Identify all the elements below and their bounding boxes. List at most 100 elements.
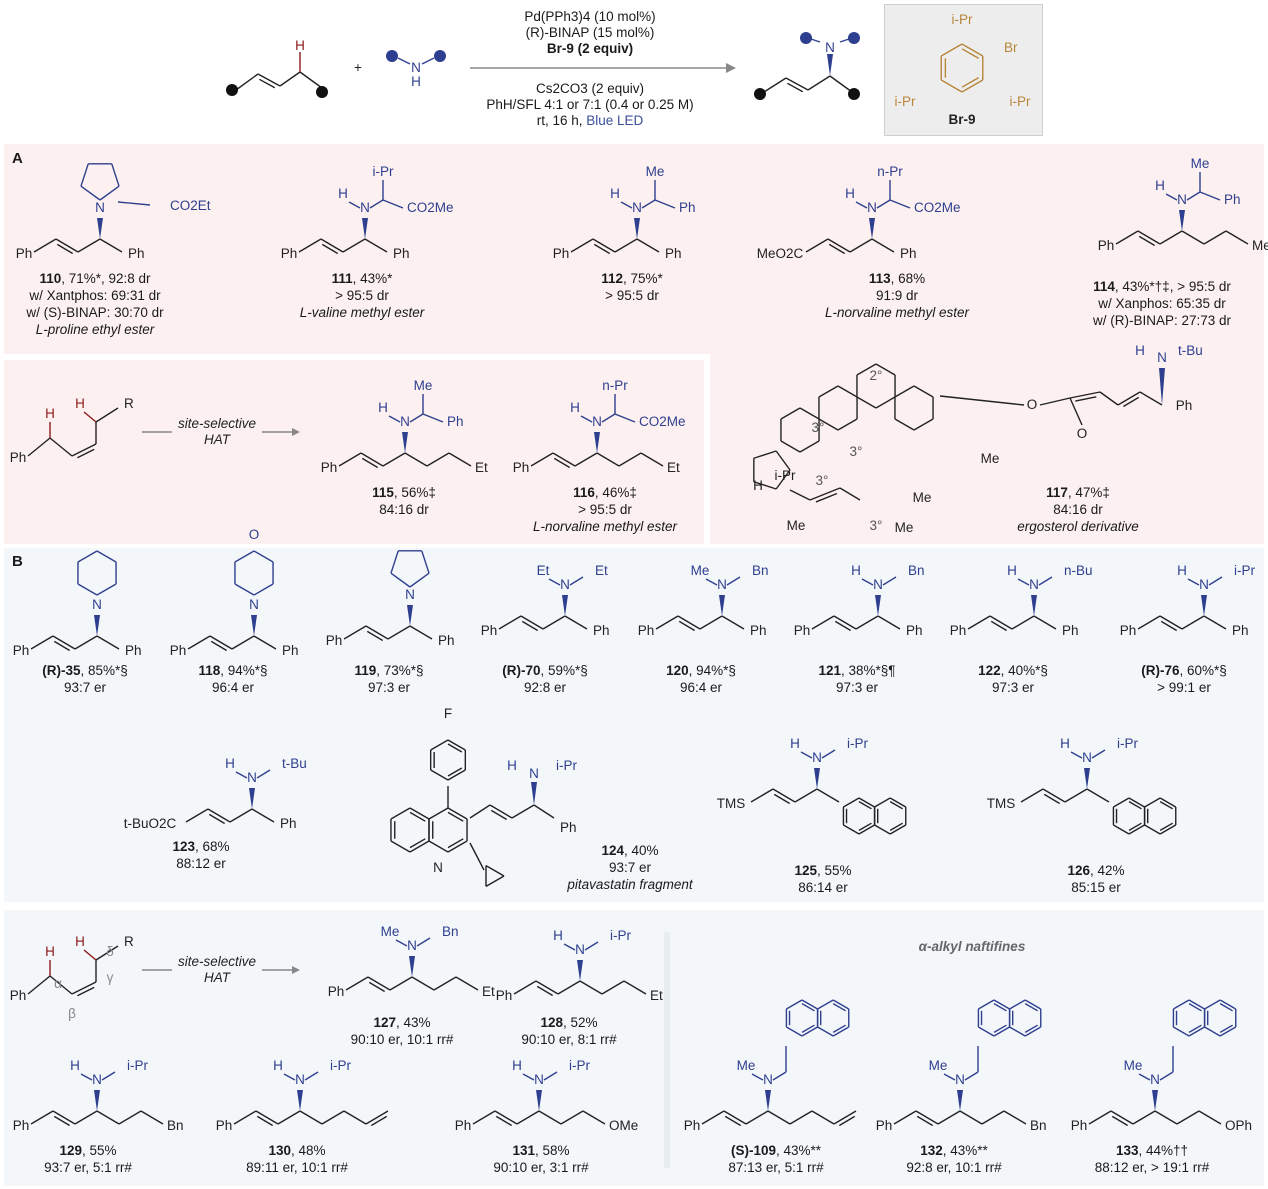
bond — [786, 1026, 803, 1037]
bond — [530, 452, 554, 467]
stereo-label: 3° — [816, 473, 829, 488]
amine-nitrogen: N — [1177, 192, 1187, 207]
amine-nitrogen: N — [407, 938, 417, 953]
bond — [99, 238, 123, 253]
bond — [382, 199, 404, 209]
bond — [1181, 230, 1205, 245]
bond — [229, 808, 253, 823]
bond — [1176, 1110, 1200, 1125]
conditions-bottom: Cs2CO3 (2 equiv) PhH/SFL 4:1 or 7:1 (0.4… — [486, 81, 693, 129]
caption-line: 96:4 er — [666, 679, 736, 696]
bond — [552, 452, 576, 467]
bond — [833, 615, 857, 630]
n-substituent: Me — [414, 378, 433, 393]
compound-caption-115: 115, 56%‡84:16 dr — [372, 484, 436, 518]
compound-number: 128 — [540, 1015, 563, 1030]
right-group: Ph — [1232, 623, 1249, 638]
n-substituent: Ph — [1224, 192, 1241, 207]
bond — [117, 201, 151, 206]
bond — [767, 1110, 791, 1125]
caption-line: 84:16 dr — [372, 501, 436, 518]
bond — [542, 615, 566, 630]
caption-line: 116, 46%‡ — [533, 484, 677, 501]
bond — [77, 448, 95, 459]
stereo-label: 3° — [812, 420, 825, 435]
wedge-bond — [407, 605, 413, 626]
caption-line: w/ (R)-BINAP: 27:73 dr — [1093, 312, 1231, 329]
bond — [1110, 1110, 1134, 1125]
bond — [640, 452, 664, 467]
caption-line: 121, 38%*§¶ — [818, 662, 895, 679]
n-substituent: H — [1177, 563, 1187, 578]
bond — [348, 201, 361, 209]
bond — [96, 1110, 120, 1125]
bond — [1154, 1110, 1178, 1125]
bond — [557, 980, 581, 995]
amine-nitrogen: N — [1157, 350, 1167, 365]
bond — [187, 635, 211, 650]
amine-nitrogen: N — [812, 750, 822, 765]
right-group: Ph — [280, 816, 297, 831]
ester-label: CO2Et — [170, 198, 211, 213]
wedge-bond — [875, 595, 881, 616]
isopropyl: i-Pr — [775, 468, 796, 483]
bond — [724, 1115, 742, 1127]
bond — [52, 1110, 76, 1125]
caption-line: 90:10 er, 3:1 rr# — [493, 1159, 588, 1176]
bond — [536, 985, 554, 997]
bond — [723, 1110, 747, 1125]
bond — [913, 418, 934, 431]
reagent-label: Br-9 — [948, 112, 975, 127]
wedge-bond — [562, 595, 568, 616]
compound-number: 123 — [172, 839, 195, 854]
methyl: Me — [895, 520, 914, 535]
n-substituent: H — [570, 400, 580, 415]
n-substituent: t-Bu — [1178, 343, 1203, 358]
caption-text: , 68% — [890, 271, 926, 286]
caption-text: > 95:5 dr — [578, 502, 632, 517]
bond — [807, 75, 831, 91]
bond — [71, 443, 97, 457]
phenyl: Ph — [10, 450, 27, 465]
bond — [1075, 396, 1097, 402]
bond — [256, 769, 271, 779]
bond — [207, 808, 231, 823]
left-group: Ph — [281, 246, 298, 261]
caption-text: 84:16 dr — [1053, 502, 1103, 517]
hat-label: site-selective — [178, 416, 256, 431]
bond — [77, 986, 95, 997]
caption-line: L-proline ethyl ester — [26, 321, 163, 338]
n-substituent: i-Pr — [1234, 563, 1255, 578]
hat-label: HAT — [204, 432, 232, 447]
left-group: Ph — [496, 988, 513, 1003]
bond — [77, 550, 98, 563]
caption-text: 96:4 er — [679, 680, 723, 695]
bond — [1113, 824, 1130, 835]
caption-text: , 40%*§ — [1000, 663, 1048, 678]
bond — [234, 583, 255, 596]
bond — [981, 1110, 1005, 1125]
n-substituent: i-Pr — [556, 758, 577, 773]
caption-text: w/ (S)-BINAP: 30:70 dr — [26, 305, 164, 320]
bond — [943, 1073, 956, 1081]
bond — [967, 615, 991, 630]
bond — [579, 980, 603, 995]
wedge-bond — [1159, 368, 1165, 405]
n-substituent: CO2Me — [639, 414, 686, 429]
bond — [490, 809, 508, 821]
bond — [1111, 1115, 1129, 1127]
bond — [1159, 822, 1173, 832]
bond — [1128, 797, 1145, 808]
bond — [253, 583, 274, 596]
left-group: Ph — [1071, 1118, 1088, 1133]
caption-text: 93:7 er, 5:1 rr# — [44, 1160, 132, 1175]
right-group: Me — [1252, 238, 1268, 253]
n-substituent: Bn — [908, 563, 925, 578]
caption-text: 90:10 er, 3:1 rr# — [493, 1160, 589, 1175]
bond — [811, 615, 835, 630]
bond — [256, 1115, 274, 1127]
bond — [834, 620, 852, 632]
bond — [601, 413, 616, 423]
